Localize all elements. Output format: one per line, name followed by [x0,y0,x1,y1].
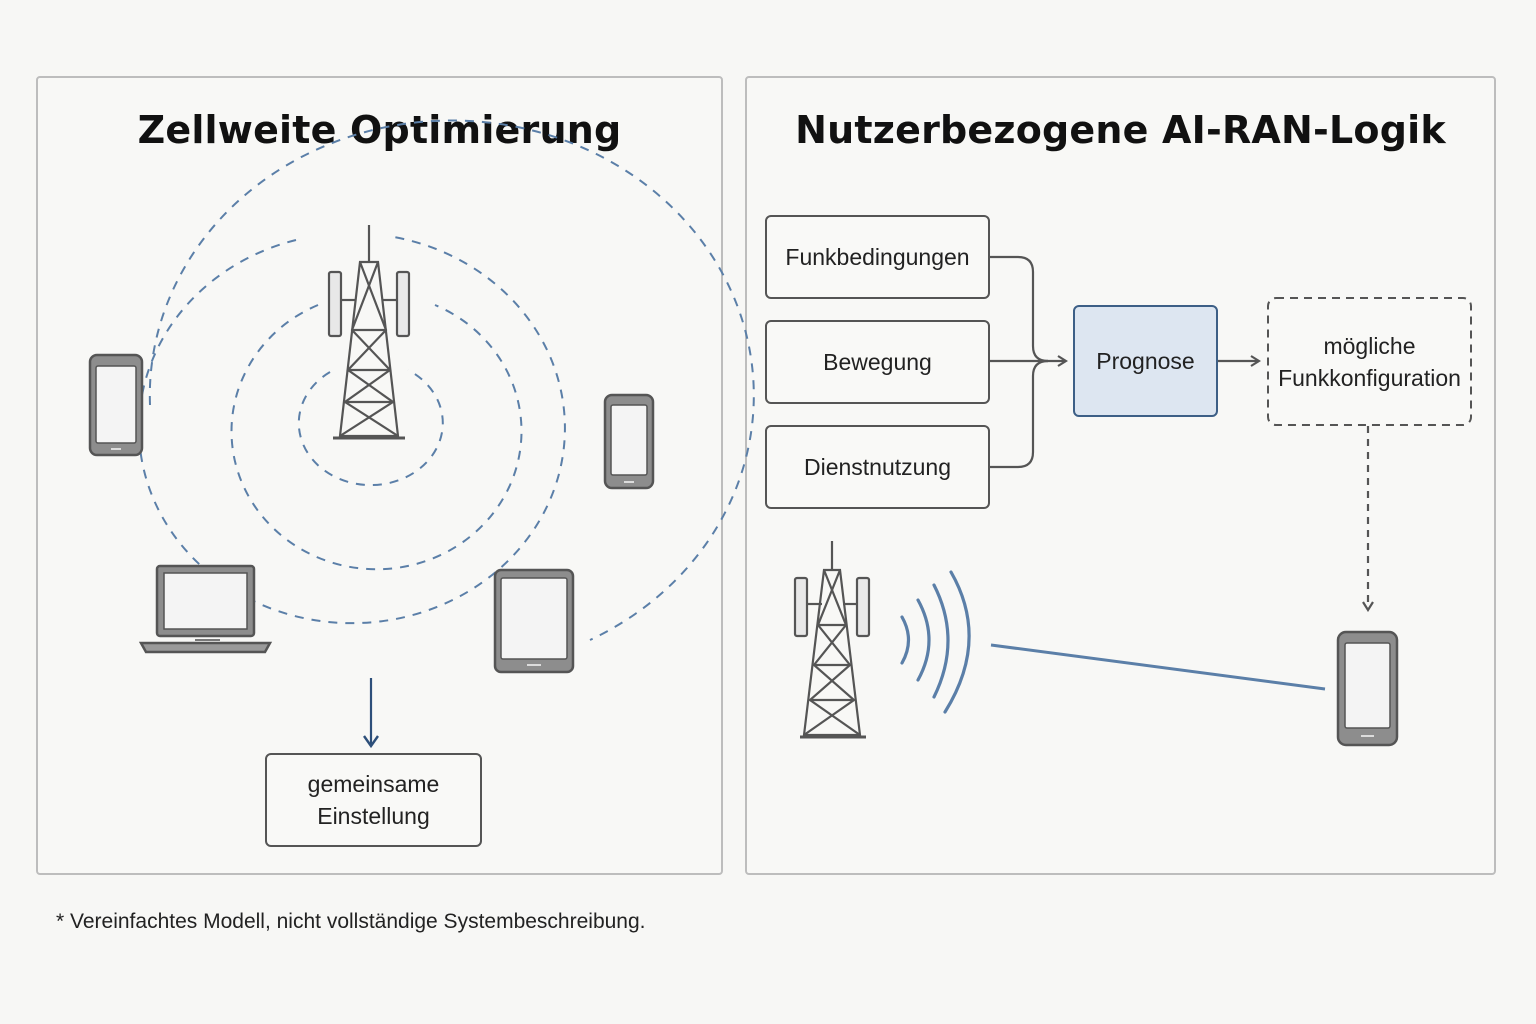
ring-1 [297,369,444,487]
tablet-icon [493,568,575,674]
input-label: Dienstnutzung [803,454,952,480]
output-box-border [1267,297,1472,426]
coverage-rings [137,119,755,641]
cell-tower-icon [793,541,871,739]
ring-3 [137,236,566,625]
output-line-1: mögliche [1323,332,1416,359]
input-label: Funkbedingungen [785,244,970,270]
footnote: * Vereinfachtes Modell, nicht vollständi… [56,910,646,933]
result-box-shared-setting: gemeinsame Einstellung [265,753,482,847]
prognose-label: Prognose [1096,348,1195,374]
ring-4 [148,119,755,641]
signal-waves-icon [900,570,971,714]
input-box-radio-conditions: Funkbedingungen [765,215,990,299]
input-label: Bewegung [823,349,932,375]
input-connectors [989,255,1066,469]
smartphone-icon [1336,630,1399,747]
result-line-2: Einstellung [317,803,430,829]
panel-title-user-based: Nutzerbezogene AI-RAN-Logik [795,108,1446,152]
output-line-2: Funkkonfiguration [1278,364,1461,391]
smartphone-icon [603,393,655,490]
signal-link [990,643,1326,691]
prognose-box: Prognose [1073,305,1218,417]
ring-2 [230,304,523,571]
smartphone-icon [88,353,144,457]
input-box-service-usage: Dienstnutzung [765,425,990,509]
result-line-1: gemeinsame [307,771,440,797]
output-box-possible-config: mögliche Funkkonfiguration [1268,298,1471,425]
cell-tower-icon [327,225,411,440]
panel-title-cell-wide: Zellweite Optimierung [137,108,622,152]
input-box-movement: Bewegung [765,320,990,404]
laptop-icon [138,564,273,654]
